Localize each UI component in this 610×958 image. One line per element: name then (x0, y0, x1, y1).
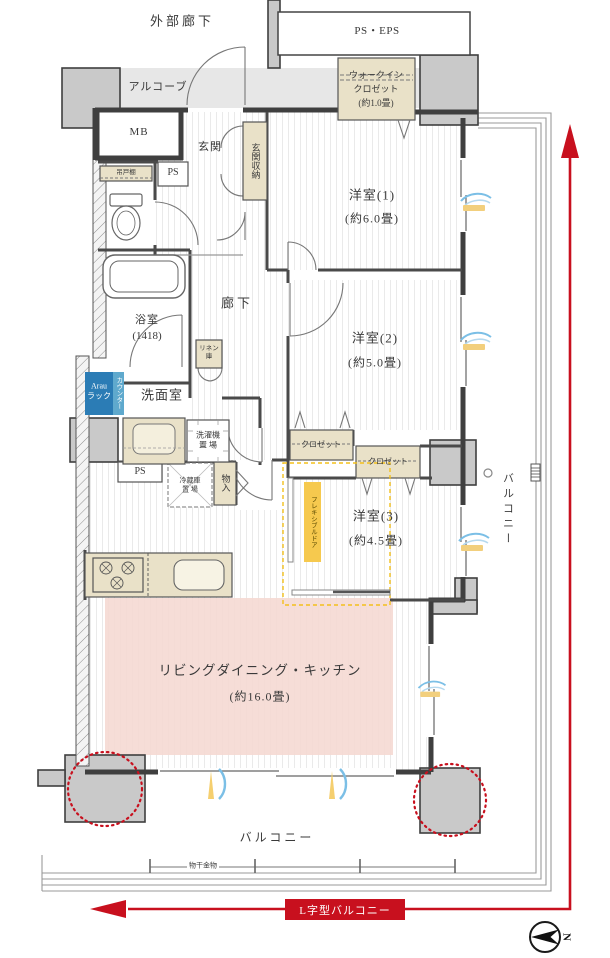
washer-space (186, 419, 230, 463)
storage-boxes (99, 57, 421, 506)
windows (158, 158, 468, 777)
ldk-pink-area (105, 598, 393, 755)
flexible-door-label: フレキシブルドア (309, 496, 317, 548)
pillar-markers (66, 750, 488, 838)
balcony-railing (41, 112, 552, 892)
fridge-space (167, 462, 213, 508)
toilet (109, 193, 143, 241)
bathtub (102, 254, 186, 299)
vanity (122, 417, 186, 465)
flexible-door-tag: フレキシブルドア (304, 482, 321, 562)
utility-boxes (117, 161, 230, 508)
l-type-balcony-tag: L字型バルコニー (285, 899, 405, 920)
hatched-wall (75, 157, 107, 767)
compass-north-letter: N (560, 933, 572, 941)
stove (92, 553, 149, 597)
mb-box (96, 109, 182, 159)
storage-marks (100, 74, 418, 497)
drain-circle (483, 468, 493, 478)
compass: N (529, 921, 572, 953)
arau-rack (85, 372, 124, 415)
sink (173, 559, 225, 591)
l-type-balcony-label: L字型バルコニー (299, 904, 391, 917)
doors (129, 46, 344, 501)
kitchen-counter (84, 552, 233, 598)
wall-blocks (37, 0, 481, 834)
flexible-door (282, 462, 391, 606)
ps-eps-shaft (277, 11, 471, 56)
balcony-arrows (90, 124, 579, 918)
